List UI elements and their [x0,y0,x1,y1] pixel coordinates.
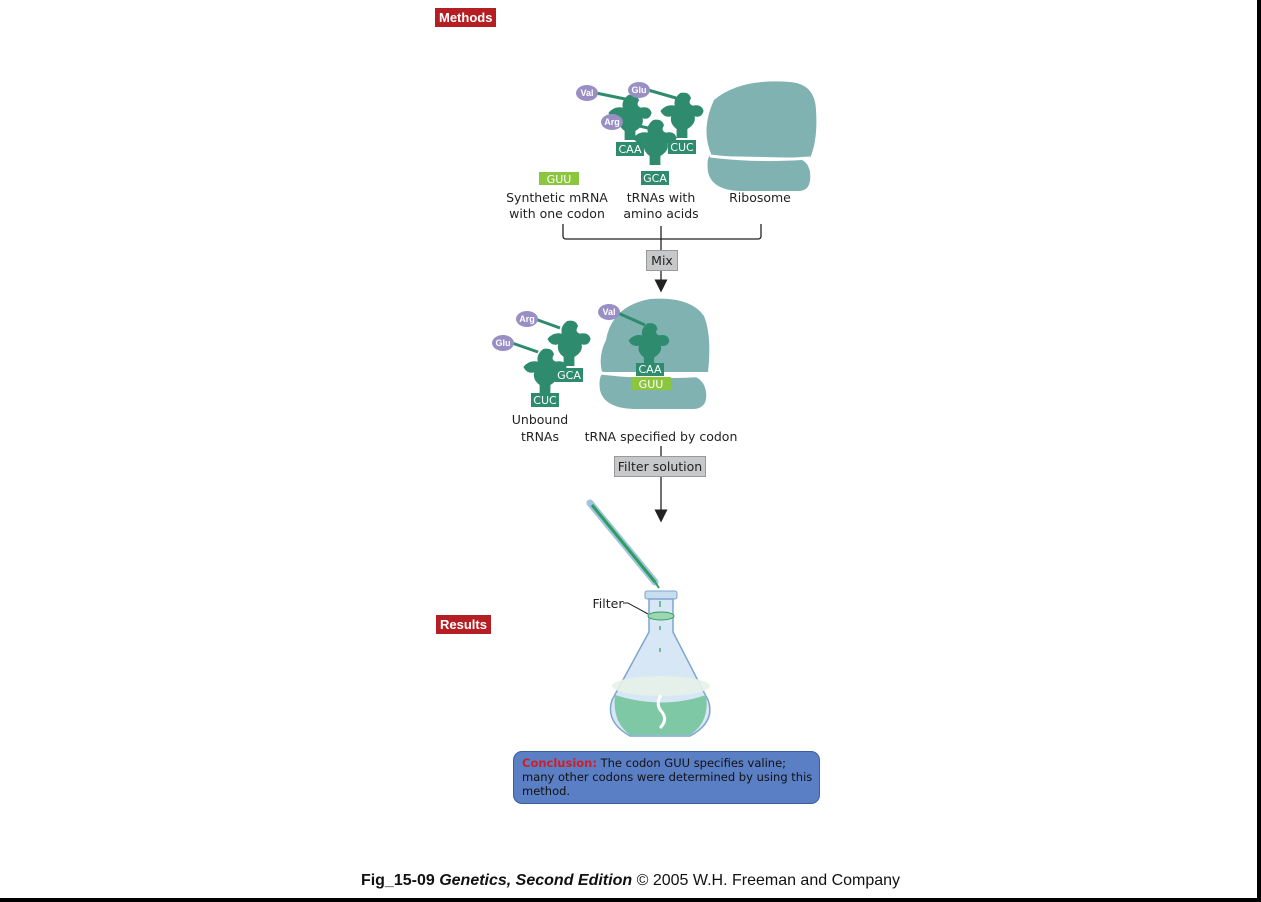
amino-acid-arg-top [601,114,623,130]
amino-acid-val-label: Val [580,88,593,98]
pipette [586,499,660,589]
caption-copyright: © 2005 W.H. Freeman and Company [636,872,901,889]
caption-fig: Fig_15-09 [360,872,435,889]
trna-cluster-top [595,88,704,165]
mrna-codon-bound-label: GUU [639,378,664,391]
caption-book: Genetics, Second Edition [439,872,633,889]
flask [609,590,711,737]
methods-tag: Methods [435,8,497,27]
filter-pointer [623,602,649,615]
anticodon-caa-bound: CAA [638,363,662,376]
trnas-label-2: amino acids [623,206,698,221]
unbound-label-1: Unbound [512,412,568,427]
anticodon-gca-unbound: GCA [557,369,581,382]
amino-acid-glu-label: Glu [632,85,647,95]
conclusion-text: The codon GUU specifies valine; many oth… [522,756,813,798]
amino-acid-val-bound-label: Val [602,307,615,317]
filter-solution-step: Filter solution [614,456,706,477]
synthetic-mrna-label-2: with one codon [509,206,605,221]
anticodon-gca-top: GCA [643,172,667,185]
conclusion-heading: Conclusion: [522,756,597,770]
mrna-codon-top-label: GUU [547,173,572,186]
amino-acid-val-top [576,85,598,101]
unbound-label-2: tRNAs [521,429,559,444]
mix-bracket [562,224,762,240]
amino-acid-glu-top [628,82,650,98]
amino-acid-glu-unbound [492,335,514,351]
trnas-label-1: tRNAs with [627,190,696,205]
amino-acid-val-bound [598,304,620,320]
frame-border-bottom [0,898,1261,902]
anticodon-cuc-unbound: CUC [533,394,557,407]
mix-step: Mix [646,250,678,271]
ribosome-top [706,81,817,191]
specified-label: tRNA specified by codon [585,429,738,444]
results-tag: Results [436,615,491,634]
mrna-codon-top [539,172,579,185]
conclusion-box: Conclusion: The codon GUU specifies vali… [513,751,820,804]
amino-acid-arg-unbound [516,311,538,327]
filter-label: Filter [593,596,625,611]
amino-acid-arg-unbound-label: Arg [519,314,535,324]
unbound-trnas [511,317,591,394]
mrna-codon-bound [631,377,671,390]
anticodon-cuc-top: CUC [670,141,694,154]
amino-acid-arg-label: Arg [604,117,620,127]
ribosome-label: Ribosome [729,190,791,205]
frame-border-right [1257,0,1261,902]
anticodon-caa-top: CAA [618,143,642,156]
amino-acid-glu-unbound-label: Glu [496,338,511,348]
figure-caption: Fig_15-09 Genetics, Second Edition © 200… [0,872,1261,890]
synthetic-mrna-label-1: Synthetic mRNA [506,190,608,205]
